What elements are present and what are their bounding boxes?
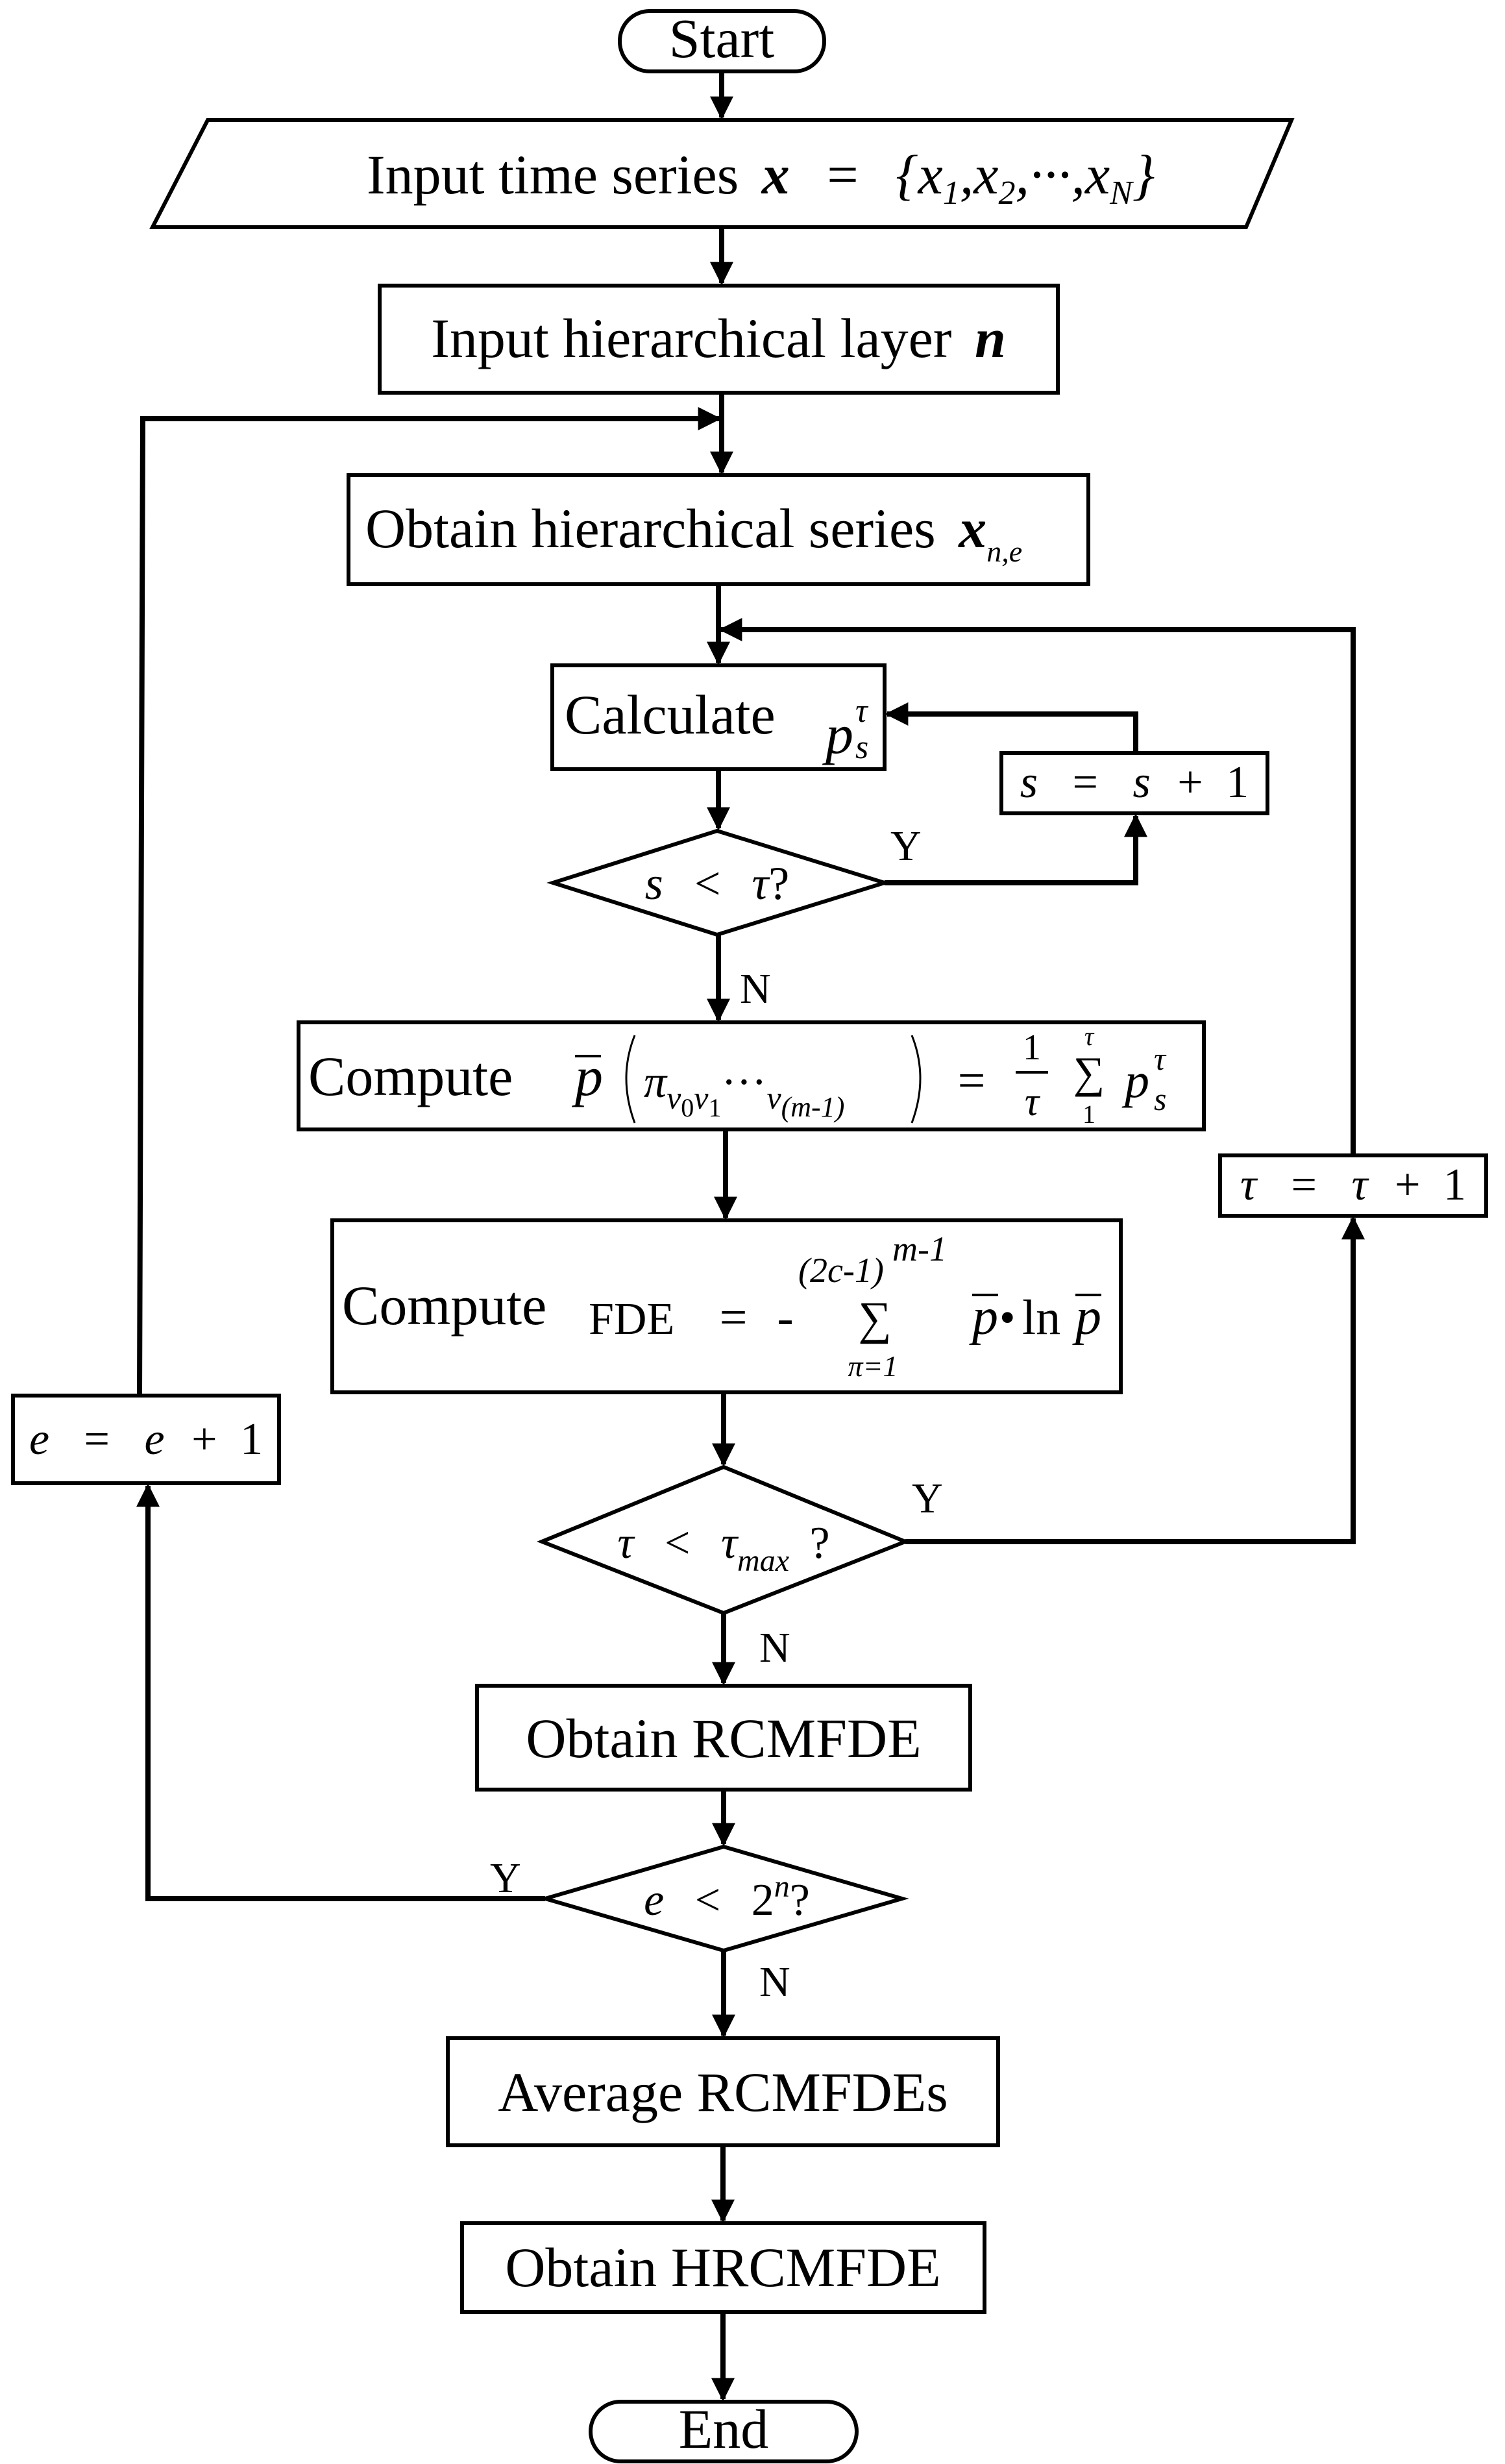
- svg-text:Obtain hierarchical series: Obtain hierarchical series xn,e: [365, 497, 1022, 568]
- svg-text:τ: τ: [855, 693, 869, 730]
- e-increment-step: e = e + 1: [11, 1394, 281, 1485]
- tau-less-than-taumax-decision: τ < τmax ?: [536, 1464, 911, 1616]
- e-no-label: N: [759, 1958, 790, 2006]
- svg-text:-: -: [777, 1290, 793, 1345]
- obtain-rcmfde-step: Obtain RCMFDE: [475, 1684, 972, 1792]
- svg-text:s = s +: s = s + 1: [1020, 758, 1249, 807]
- svg-text:τ: τ: [1025, 1080, 1041, 1124]
- start-terminal: Start: [618, 7, 826, 73]
- svg-text:∑: ∑: [1073, 1048, 1105, 1097]
- arrow-s-increment-to-calculate: [885, 702, 1138, 753]
- svg-text:=: =: [720, 1290, 748, 1345]
- obtain-hrcmfde-step: Obtain HRCMFDE: [460, 2221, 986, 2314]
- end-terminal: End: [589, 2398, 859, 2463]
- compute-mean-label: Compute: [308, 1045, 513, 1107]
- arrow-s-yes-to-increment: [885, 813, 1147, 885]
- svg-text:(2c-1): (2c-1): [798, 1251, 884, 1290]
- average-label: Average RCMFDEs: [498, 2061, 948, 2123]
- s-increment-step: s = s + 1: [999, 751, 1269, 815]
- obtain-series-label: Obtain hierarchical series: [365, 497, 936, 560]
- svg-text:s: s: [1154, 1081, 1166, 1117]
- svg-text:m-1: m-1: [892, 1229, 947, 1268]
- e-less-than-2n-decision: e < 2n?: [538, 1844, 909, 1953]
- input-layer-var: n: [975, 307, 1006, 369]
- input-layer-label: Input hierarchical layer: [431, 307, 951, 369]
- svg-text:∑: ∑: [858, 1292, 891, 1344]
- compute-fde-label: Compute: [342, 1274, 546, 1337]
- svg-text:=: =: [958, 1053, 986, 1108]
- arrow-tau-yes-to-increment: [905, 1216, 1365, 1544]
- tau-no-label: N: [759, 1624, 790, 1671]
- end-label: End: [679, 2398, 769, 2460]
- s-less-than-tau-decision: s < τ?: [546, 828, 892, 937]
- svg-text:s < τ?: s < τ?: [645, 857, 789, 909]
- svg-text:τ: τ: [1084, 1022, 1095, 1051]
- calculate-label: Calculate: [565, 684, 776, 746]
- svg-text:1: 1: [1083, 1100, 1095, 1129]
- svg-text:1: 1: [1023, 1028, 1041, 1068]
- e-yes-label: Y: [490, 1854, 521, 1902]
- s-no-label: N: [740, 965, 771, 1013]
- tau-increment-step: τ = τ + 1: [1218, 1153, 1488, 1218]
- average-rcmfdes-step: Average RCMFDEs: [446, 2036, 1000, 2147]
- obtain-hrcmfde-label: Obtain HRCMFDE: [505, 2236, 940, 2298]
- input-series-label: Input time series: [367, 143, 739, 206]
- compute-fde-step: Compute FDE = - (2c-1) m-1 ∑ π=1 p • ln …: [330, 1218, 1123, 1394]
- svg-text:p: p: [1121, 1053, 1149, 1108]
- input-hierarchical-layer-step: Input hierarchical layer n: [378, 284, 1060, 395]
- connectors: [136, 71, 1365, 2402]
- svg-text:•: •: [999, 1293, 1016, 1343]
- svg-text:Input hierarchical layer: Input hierarchical layer n: [431, 307, 1006, 369]
- svg-text:s: s: [855, 729, 868, 766]
- start-label: Start: [669, 7, 775, 69]
- input-time-series-step: Input time series x = {x1,x2,···,xN}: [149, 118, 1295, 229]
- tau-yes-label: Y: [912, 1475, 943, 1522]
- obtain-hierarchical-series-step: Obtain hierarchical series xn,e: [347, 473, 1090, 586]
- svg-text:p: p: [571, 1045, 603, 1107]
- s-yes-label: Y: [890, 822, 922, 870]
- calculate-var: p: [822, 703, 853, 765]
- svg-text:τ = τ +: τ = τ + 1: [1240, 1160, 1466, 1210]
- calculate-probability-step: Calculate p τ s: [550, 663, 887, 771]
- svg-text:π=1: π=1: [848, 1349, 898, 1383]
- arrow-tau-increment-to-loop: [718, 618, 1356, 1155]
- input-series-var: x: [761, 143, 790, 206]
- obtain-rcmfde-label: Obtain RCMFDE: [526, 1707, 921, 1769]
- obtain-series-sub: n,e: [986, 535, 1022, 568]
- obtain-series-var: x: [957, 497, 986, 560]
- svg-text:e = e +: e = e + 1: [29, 1414, 263, 1464]
- arrow-e-yes-to-increment: [136, 1483, 545, 1901]
- svg-text:FDE: FDE: [589, 1294, 674, 1344]
- svg-text:p: p: [969, 1288, 998, 1346]
- svg-text:ln: ln: [1022, 1290, 1060, 1345]
- arrow-e-increment-to-loop: [137, 407, 722, 1396]
- svg-text:Input time series x: Input time series x = {x1,x2,···,xN}: [367, 143, 1155, 212]
- svg-text:τ < τmax ?: τ < τmax ?: [617, 1518, 829, 1581]
- svg-text:τ: τ: [1154, 1041, 1167, 1077]
- svg-text:p: p: [1072, 1288, 1101, 1346]
- compute-mean-probability-step: Compute p πv0v1···v(m-1) = 1 τ τ ∑ 1 p τ…: [297, 1020, 1206, 1131]
- svg-text:πv0v1···v(m-1): πv0v1···v(m-1): [644, 1057, 844, 1123]
- svg-text:e < 2n?: e < 2n?: [644, 1869, 810, 1925]
